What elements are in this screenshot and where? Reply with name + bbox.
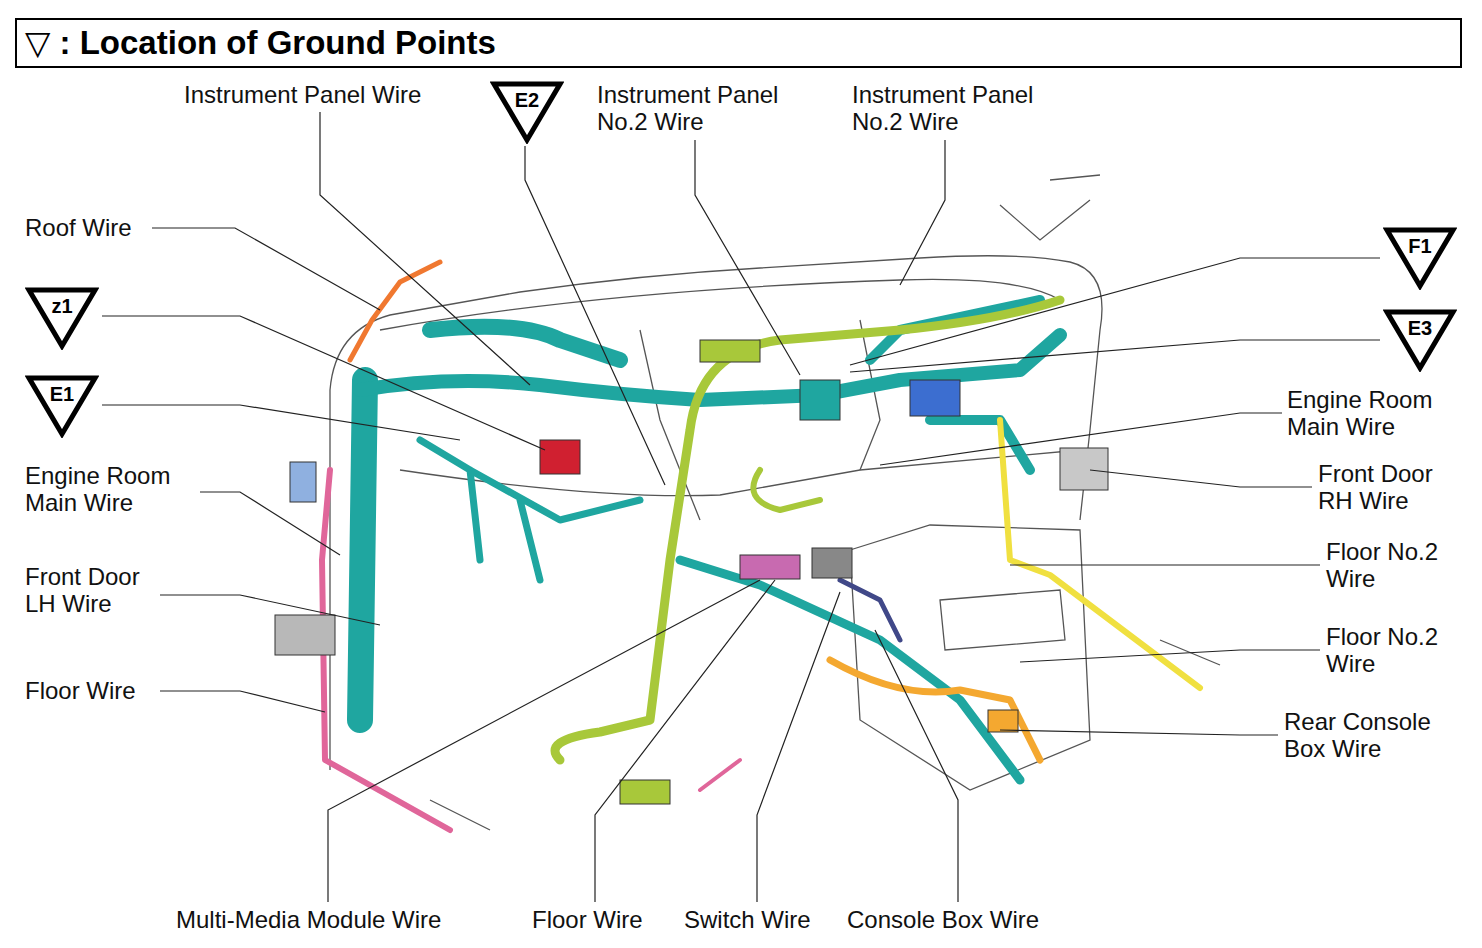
- ip-no2-wire: [555, 300, 1060, 760]
- leader-line: [328, 580, 760, 902]
- ip-no2-branch: [753, 470, 820, 510]
- floor-wire-stub: [700, 760, 740, 790]
- ground-point-id: z1: [25, 286, 99, 317]
- door-connector-rh: [1060, 448, 1108, 490]
- leader-lines: [102, 112, 1380, 902]
- wire-name: Rear Console Box Wire: [1284, 708, 1460, 762]
- connector: [800, 380, 840, 420]
- wire-name: Front Door LH Wire: [25, 563, 175, 617]
- connector: [700, 340, 760, 362]
- wire-harnesses: [322, 262, 1200, 830]
- windshield-edge: [1000, 175, 1100, 240]
- leader-line: [152, 228, 380, 310]
- leader-line: [320, 112, 530, 385]
- ground-point-id: E3: [1383, 308, 1457, 339]
- ground-point-id: E1: [25, 374, 99, 405]
- wire-name: Front Door RH Wire: [1318, 460, 1468, 514]
- ground-point-symbol: F1: [1383, 226, 1457, 290]
- center-stack: [640, 320, 880, 520]
- console-panel: [940, 590, 1065, 650]
- leader-line: [1000, 730, 1278, 735]
- wire-name: Multi-Media Module Wire: [176, 906, 441, 933]
- switch-wire: [840, 580, 900, 640]
- wire-name: Console Box Wire: [847, 906, 1039, 933]
- console-box-wire: [830, 660, 1040, 760]
- connector: [620, 780, 670, 804]
- wire-name: Floor No.2 Wire: [1326, 623, 1466, 677]
- roof-wire: [350, 262, 440, 360]
- ground-point-symbol: E2: [490, 80, 564, 144]
- ground-point-id: E2: [490, 80, 564, 111]
- leader-line: [200, 492, 340, 555]
- connector: [290, 462, 316, 502]
- connectors: [275, 340, 1108, 804]
- leader-line: [757, 592, 840, 902]
- floor-edge: [430, 640, 1220, 830]
- leader-line: [880, 413, 1282, 465]
- wire-name: Instrument Panel No.2 Wire: [852, 81, 1067, 135]
- wire-name: Instrument Panel Wire: [184, 81, 421, 108]
- leader-line: [850, 258, 1380, 365]
- leader-line: [160, 691, 325, 712]
- wire-name: Floor Wire: [25, 677, 136, 704]
- junction-block: [540, 440, 580, 474]
- ground-point-symbol: E3: [1383, 308, 1457, 372]
- connector: [812, 548, 852, 578]
- wire-name: Roof Wire: [25, 214, 132, 241]
- wire-name: Engine Room Main Wire: [25, 462, 205, 516]
- leader-line: [1090, 470, 1312, 487]
- wire-name: Floor Wire: [532, 906, 643, 933]
- leader-line: [595, 580, 775, 902]
- title-bar: ▽ : Location of Ground Points: [15, 18, 1462, 68]
- leader-line: [850, 340, 1380, 372]
- floor-no2-wire: [1000, 420, 1200, 688]
- leader-line: [875, 630, 958, 902]
- floor-wire: [322, 470, 450, 830]
- leader-line: [525, 146, 665, 485]
- wire-name: Switch Wire: [684, 906, 811, 933]
- connector: [988, 710, 1018, 732]
- wire-name: Engine Room Main Wire: [1287, 386, 1467, 440]
- connector: [910, 380, 960, 416]
- leader-line: [695, 140, 800, 375]
- diagram-title: ▽ : Location of Ground Points: [25, 20, 496, 66]
- leader-line: [160, 595, 380, 625]
- leader-line: [102, 405, 460, 440]
- ground-point-symbol: E1: [25, 374, 99, 438]
- ground-point-id: F1: [1383, 226, 1457, 257]
- leader-line: [102, 316, 545, 450]
- connector: [740, 555, 800, 579]
- wire-name: Instrument Panel No.2 Wire: [597, 81, 812, 135]
- body-outline: [330, 256, 1102, 770]
- ground-point-symbol: z1: [25, 286, 99, 350]
- door-connector-lh: [275, 615, 335, 655]
- harness-branches: [420, 440, 640, 580]
- wire-name: Floor No.2 Wire: [1326, 538, 1466, 592]
- harness-upper: [430, 327, 620, 360]
- harness-left: [360, 380, 365, 720]
- leader-line: [900, 140, 945, 285]
- leader-line: [1010, 564, 1320, 565]
- leader-line: [1020, 650, 1320, 662]
